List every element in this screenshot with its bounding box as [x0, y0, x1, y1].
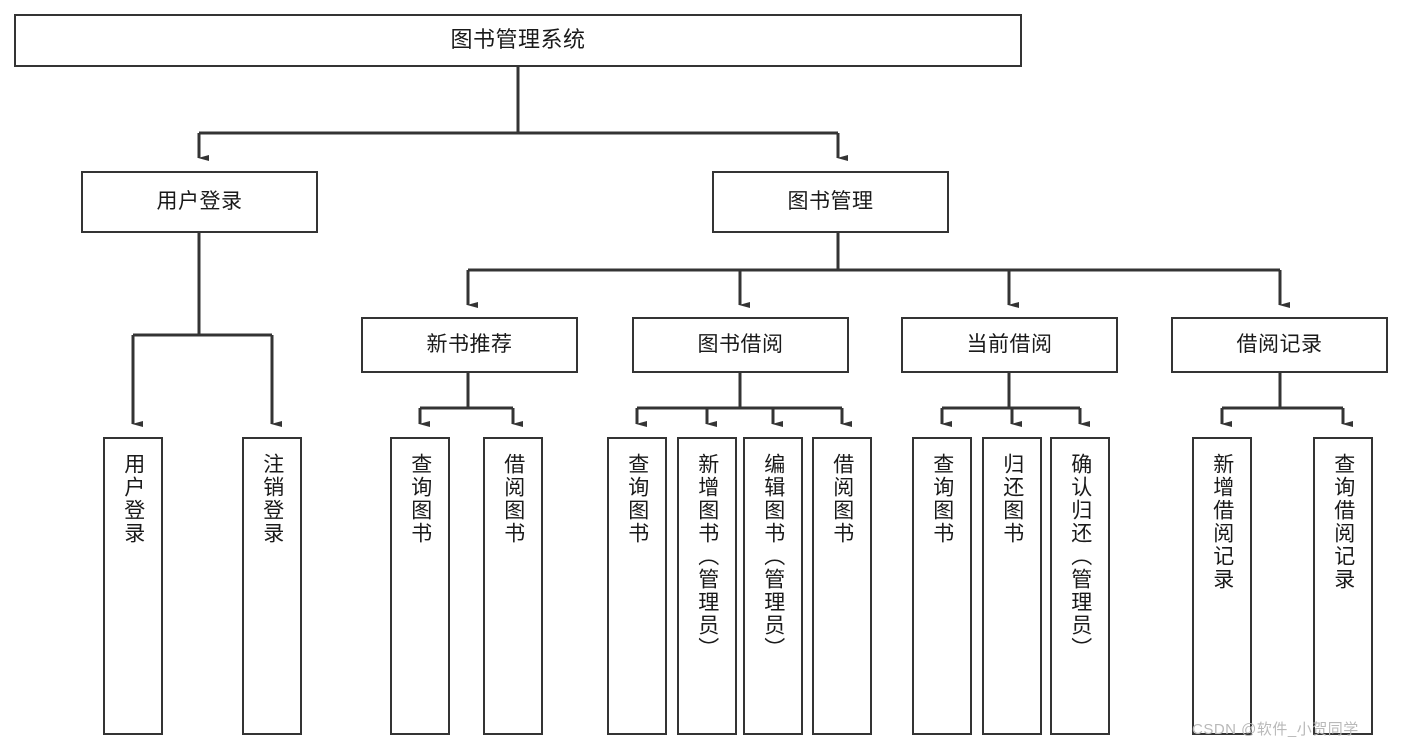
csdn-watermark: CSDN @软件_小贺同学: [1192, 721, 1359, 738]
leaf-book-borrow-add[interactable]: 新增图书（管理员）: [677, 437, 737, 735]
node-label: 确认归还（管理员）: [1068, 453, 1092, 660]
node-label: 借阅记录: [1236, 333, 1323, 357]
node-label: 用户登录: [156, 190, 243, 214]
node-label: 归还图书: [1000, 453, 1024, 545]
node-label: 图书借阅: [697, 333, 784, 357]
node-book-borrow[interactable]: 图书借阅: [632, 317, 849, 373]
leaf-current-borrow-confirm-return[interactable]: 确认归还（管理员）: [1050, 437, 1110, 735]
leaf-borrow-record-add[interactable]: 新增借阅记录: [1192, 437, 1252, 735]
node-label: 注销登录: [260, 453, 284, 545]
node-label: 新书推荐: [426, 333, 513, 357]
leaf-book-borrow-edit[interactable]: 编辑图书（管理员）: [743, 437, 803, 735]
leaf-current-borrow-return[interactable]: 归还图书: [982, 437, 1042, 735]
node-label: 当前借阅: [966, 333, 1053, 357]
node-label: 查询图书: [408, 453, 432, 545]
leaf-user-login-login[interactable]: 用户登录: [103, 437, 163, 735]
leaf-book-borrow-borrow[interactable]: 借阅图书: [812, 437, 872, 735]
node-label: 借阅图书: [830, 453, 854, 545]
node-label: 借阅图书: [501, 453, 525, 545]
node-label: 新增图书（管理员）: [695, 453, 719, 660]
node-new-book-recommend[interactable]: 新书推荐: [361, 317, 578, 373]
node-label: 查询借阅记录: [1331, 453, 1355, 591]
leaf-new-book-query[interactable]: 查询图书: [390, 437, 450, 735]
node-label: 图书管理: [787, 190, 874, 214]
node-label: 查询图书: [625, 453, 649, 545]
node-label: 新增借阅记录: [1210, 453, 1234, 591]
node-label: 查询图书: [930, 453, 954, 545]
node-label: 编辑图书（管理员）: [761, 453, 785, 660]
leaf-current-borrow-query[interactable]: 查询图书: [912, 437, 972, 735]
node-current-borrow[interactable]: 当前借阅: [901, 317, 1118, 373]
leaf-new-book-borrow[interactable]: 借阅图书: [483, 437, 543, 735]
node-label: 用户登录: [121, 453, 145, 545]
node-label: 图书管理系统: [450, 27, 586, 53]
node-borrow-record[interactable]: 借阅记录: [1171, 317, 1388, 373]
leaf-user-login-logout[interactable]: 注销登录: [242, 437, 302, 735]
leaf-borrow-record-query[interactable]: 查询借阅记录: [1313, 437, 1373, 735]
node-root-book-management-system[interactable]: 图书管理系统: [14, 14, 1022, 67]
node-user-login[interactable]: 用户登录: [81, 171, 318, 233]
node-book-management[interactable]: 图书管理: [712, 171, 949, 233]
leaf-book-borrow-query[interactable]: 查询图书: [607, 437, 667, 735]
